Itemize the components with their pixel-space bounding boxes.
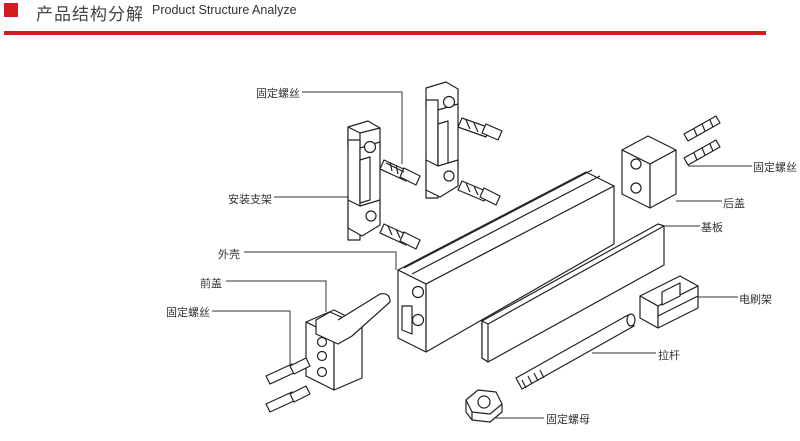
- shell-body: [397, 169, 615, 353]
- page-subtitle: Product Structure Analyze: [152, 3, 297, 17]
- base-plate: [481, 223, 665, 363]
- header-divider: [4, 31, 766, 35]
- rear-screws: [683, 115, 721, 166]
- label-mount-bracket: 安装支架: [228, 193, 272, 206]
- label-nut: 固定螺母: [546, 413, 590, 426]
- label-screw-right: 固定螺丝: [753, 161, 797, 174]
- page-title: 产品结构分解: [36, 5, 144, 25]
- tie-rod: [515, 313, 636, 390]
- rear-cover: [621, 135, 677, 209]
- mount-bracket-left: [347, 120, 381, 241]
- label-brush-holder: 电刷架: [739, 293, 772, 306]
- header-marker: [4, 3, 18, 17]
- front-screws: [265, 357, 311, 413]
- label-rear-cover: 后盖: [723, 197, 745, 210]
- bracket-screws: [379, 117, 503, 250]
- label-front-cover: 前盖: [200, 277, 222, 290]
- label-tie-rod: 拉杆: [658, 349, 680, 362]
- label-screw-left: 固定螺丝: [166, 306, 210, 319]
- label-shell: 外壳: [218, 248, 240, 261]
- label-base-plate: 基板: [701, 221, 723, 234]
- brush-holder: [639, 275, 699, 329]
- page-header: 产品结构分解 Product Structure Analyze: [0, 0, 800, 40]
- label-screw-top: 固定螺丝: [256, 87, 300, 100]
- front-cover: [305, 293, 391, 391]
- mount-bracket-right: [425, 81, 459, 199]
- fixing-nut: [465, 389, 503, 423]
